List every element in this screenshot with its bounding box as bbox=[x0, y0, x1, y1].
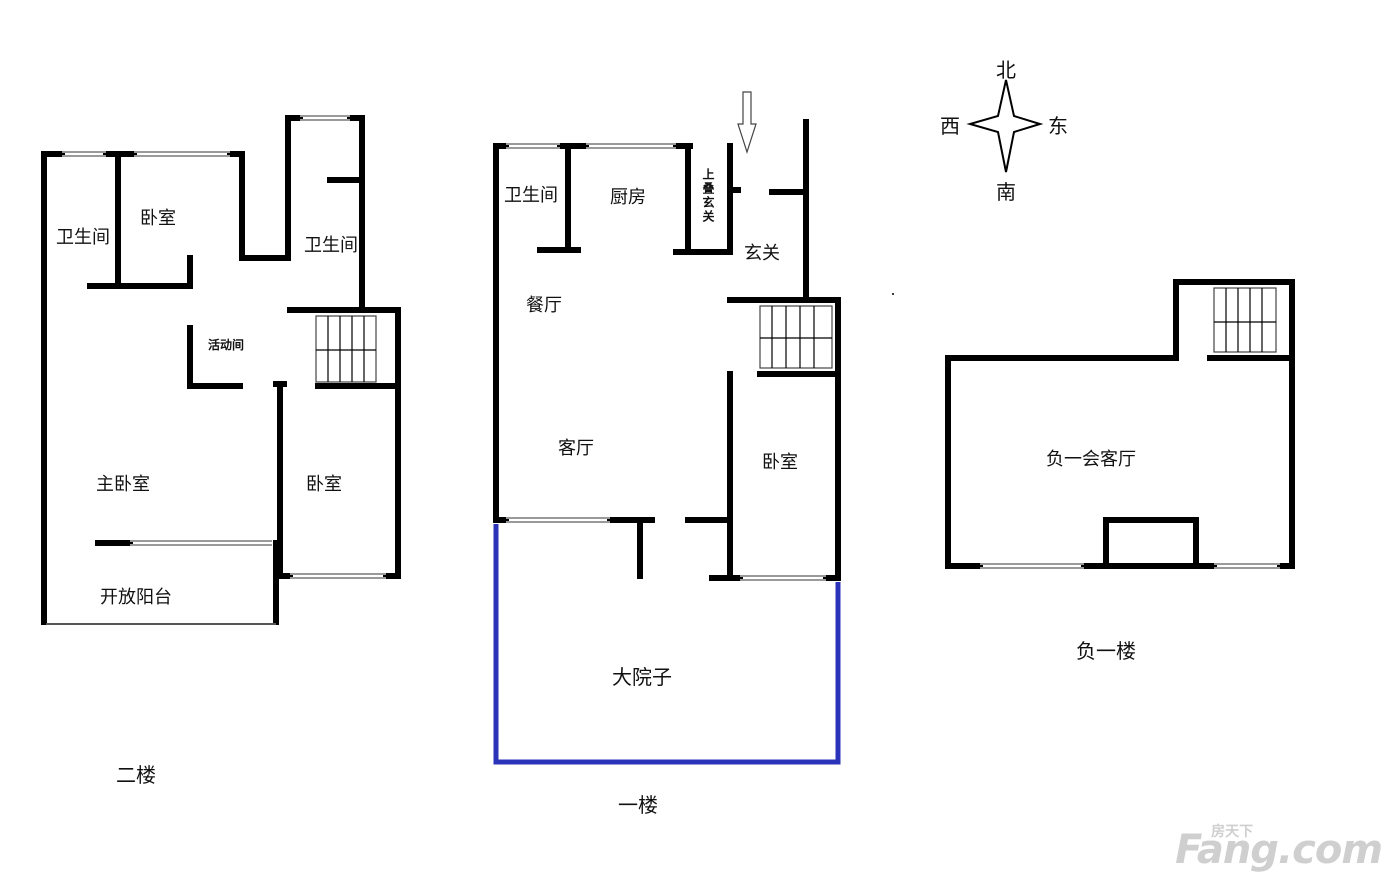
floor1-bedroom-label: 卧室 bbox=[762, 452, 798, 473]
basement-windows bbox=[980, 563, 1280, 569]
floor2-bedroom-a-label: 卧室 bbox=[140, 208, 176, 229]
watermark-brand-text: Fang.com bbox=[1175, 827, 1383, 873]
fang-watermark-logo: 房天下 Fang.com bbox=[1175, 824, 1383, 873]
floor2-windows bbox=[46, 115, 386, 625]
floor2-activity-label: 活动间 bbox=[208, 338, 245, 352]
watermark-cn-text: 房天下 bbox=[1211, 824, 1254, 840]
floor1-foyer-label: 玄关 bbox=[744, 243, 780, 264]
basement-plan bbox=[945, 279, 1295, 569]
floor2-caption: 二楼 bbox=[116, 763, 156, 787]
compass-west-label: 西 bbox=[940, 114, 960, 138]
floor2-plan bbox=[41, 115, 401, 625]
floor1-stairs bbox=[759, 305, 833, 369]
floor2-stairs bbox=[315, 315, 377, 383]
compass-east-label: 东 bbox=[1048, 114, 1068, 138]
floor1-dining-label: 餐厅 bbox=[526, 295, 562, 316]
floor1-plan bbox=[493, 119, 841, 581]
floor1-yard-boundary bbox=[493, 524, 841, 765]
floor1-upper-foyer-label: 上叠玄关 bbox=[701, 168, 715, 224]
floor1-caption: 一楼 bbox=[618, 793, 658, 817]
basement-stairs bbox=[1213, 287, 1277, 353]
entrance-arrow-icon bbox=[737, 91, 757, 154]
floor2-bathroom-b-label: 卫生间 bbox=[304, 235, 358, 256]
floor1-windows bbox=[506, 143, 826, 581]
floor1-yard-label: 大院子 bbox=[612, 665, 672, 689]
compass-south-label: 南 bbox=[996, 180, 1016, 204]
compass-north-label: 北 bbox=[996, 58, 1016, 82]
basement-caption: 负一楼 bbox=[1076, 639, 1136, 663]
floor2-bathroom-a-label: 卫生间 bbox=[56, 227, 110, 248]
floor2-balcony-label: 开放阳台 bbox=[100, 587, 172, 608]
floor2-master-label: 主卧室 bbox=[96, 474, 150, 495]
compass-star-icon bbox=[966, 79, 1044, 173]
floor1-living-label: 客厅 bbox=[558, 438, 594, 459]
basement-lounge-label: 负一会客厅 bbox=[1046, 449, 1136, 470]
stray-dot bbox=[892, 293, 894, 295]
floor1-bathroom-label: 卫生间 bbox=[504, 185, 558, 206]
floor1-kitchen-label: 厨房 bbox=[610, 187, 646, 208]
floor2-bedroom-b-label: 卧室 bbox=[306, 474, 342, 495]
